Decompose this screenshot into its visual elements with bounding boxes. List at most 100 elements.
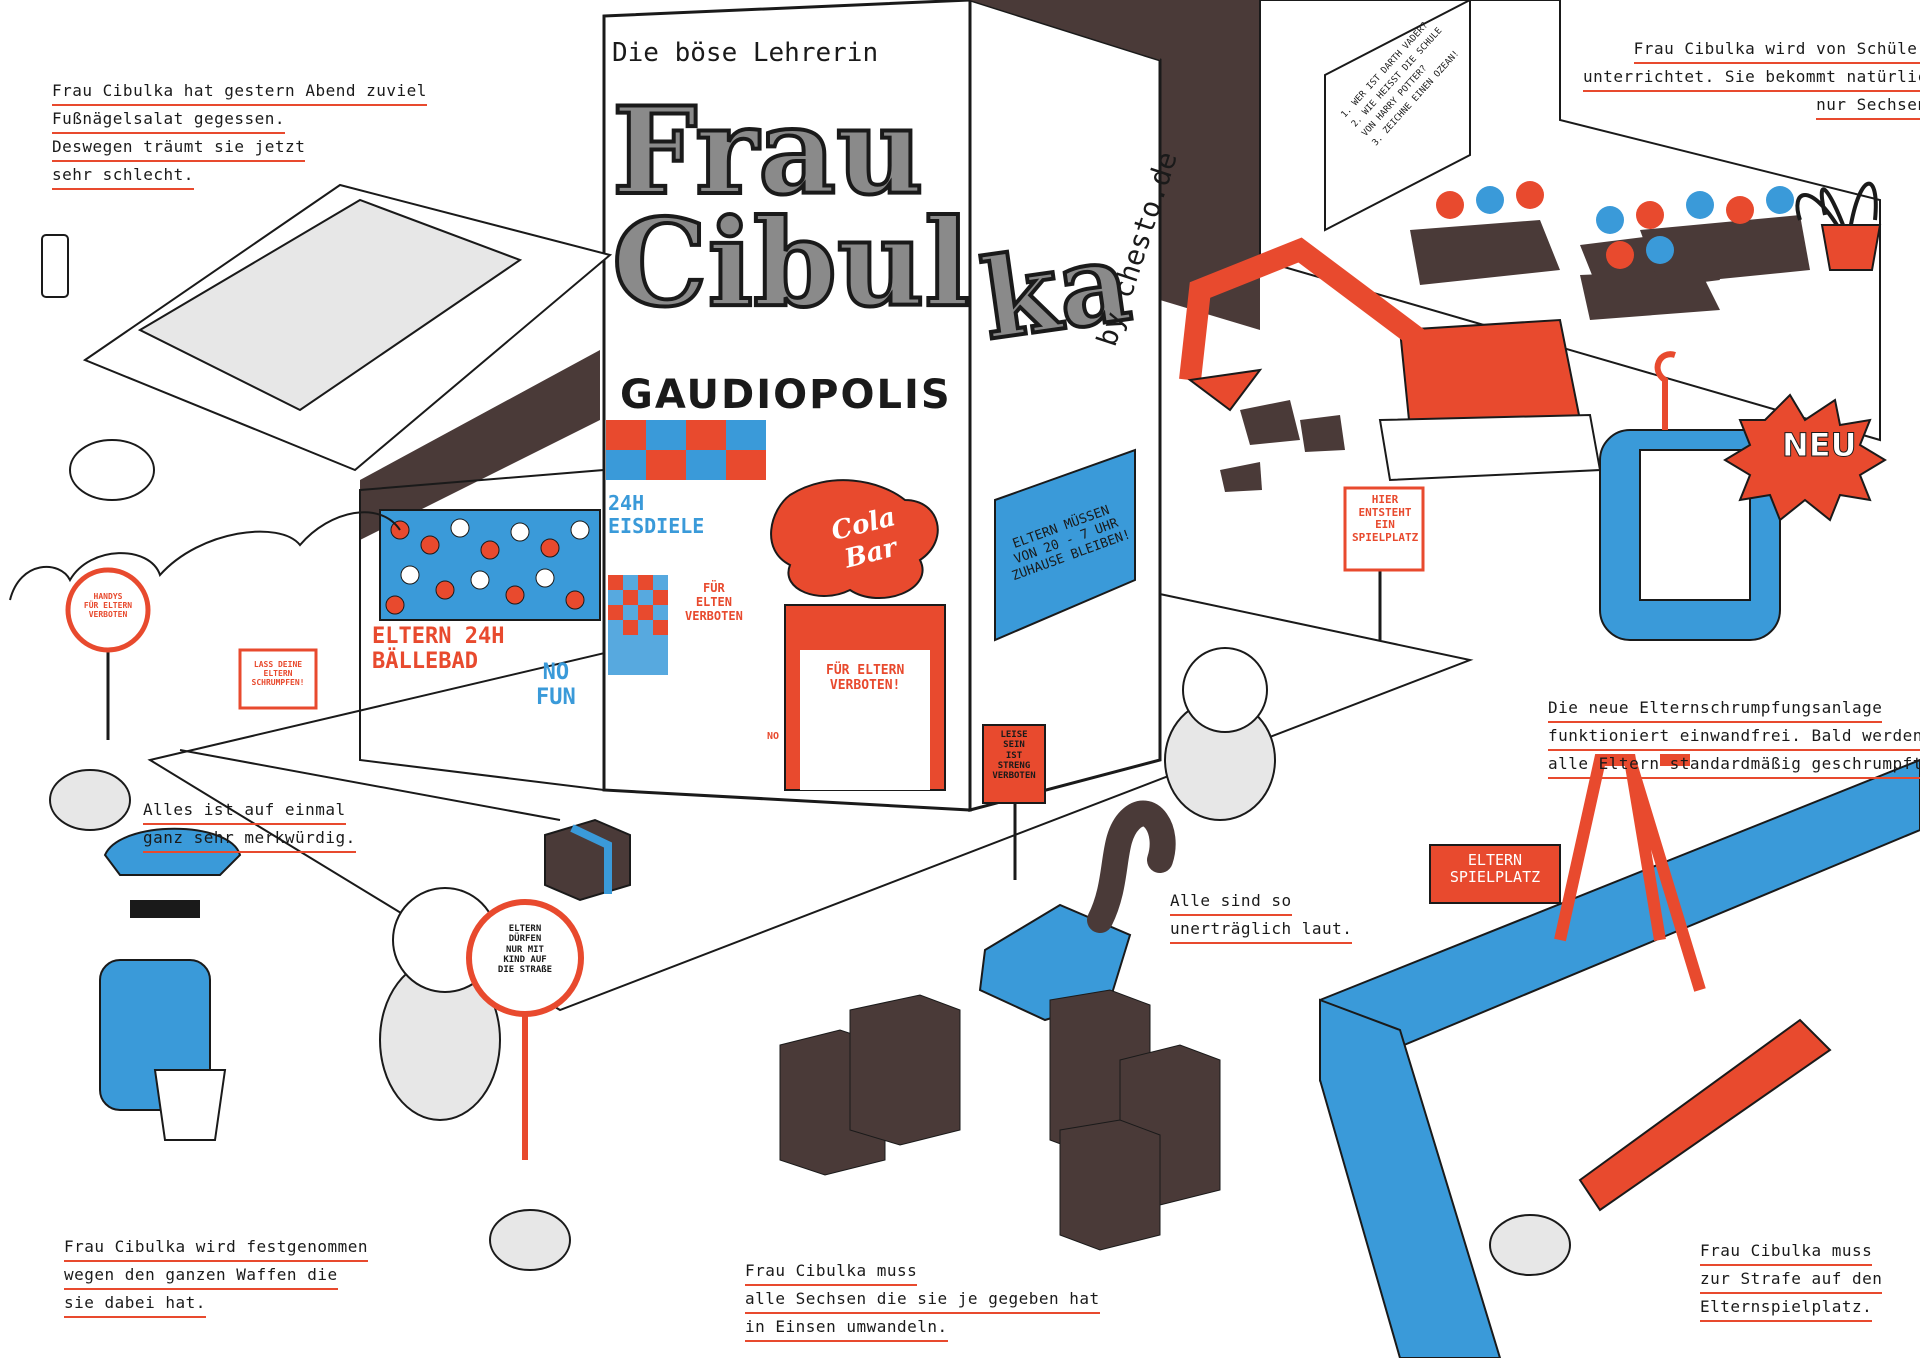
title-name: Frau Cibul: [610, 81, 972, 326]
caption-line: ganz sehr merkwürdig.: [143, 825, 356, 853]
strasse-sign: [466, 899, 584, 1017]
sign-line: BÄLLEBAD: [372, 649, 478, 675]
shrink-machine-panel: [1639, 449, 1751, 601]
bed-blanket: [137, 198, 523, 412]
caption-line: alle Sechsen die sie je gegeben hat: [745, 1286, 1100, 1314]
caption-line: zur Strafe auf den: [1700, 1266, 1883, 1294]
bowl: [69, 439, 155, 501]
swing-frame: [1554, 754, 1706, 992]
neu-burst: [1723, 393, 1887, 522]
title-subtitle: Die böse Lehrerin: [612, 38, 879, 68]
ballpit-window: [379, 509, 601, 621]
cola-splash: [770, 479, 939, 599]
leise-sign-board: [982, 724, 1046, 804]
potted-plant: [1795, 181, 1878, 232]
sign-line: ENTSTEHT: [1358, 505, 1412, 519]
caption-line: Fußnägelsalat gegessen.: [52, 106, 286, 134]
back-wall-middle: [1160, 0, 1260, 330]
slide: [1578, 1018, 1832, 1212]
caption-line: unterrichtet. Sie bekommt natürlich: [1583, 64, 1920, 92]
sign-line: ELTERN 24H: [372, 624, 505, 649]
caption-line: Deswegen träumt sie jetzt: [52, 134, 306, 162]
sign-line: SEIN: [1003, 740, 1025, 751]
caption-line: sie dabei hat.: [64, 1290, 206, 1318]
checker-band-red-blue: [606, 420, 766, 480]
caption-line: Alles ist auf einmal: [143, 797, 346, 825]
back-wall-left: [360, 350, 600, 540]
playground-blue-fence-front: [1319, 998, 1502, 1358]
sign-shrink: LASS DEINE ELTERN SCHRUMPFEN!: [244, 660, 312, 688]
caption-line: Frau Cibulka muss: [745, 1258, 918, 1286]
sign-line: STRENG: [997, 761, 1031, 772]
dog-left: [49, 769, 131, 831]
sign-line: ELTERN: [263, 669, 293, 679]
sign-line: EISDIELE: [608, 514, 705, 538]
dream-cloud: [9, 511, 401, 601]
ballpit-balls: [385, 518, 590, 615]
caption-line: in Einsen umwandeln.: [745, 1314, 948, 1342]
sign-line: ELTEN: [695, 594, 732, 609]
students: [1436, 181, 1794, 269]
caption-taught: Frau Cibulka wird von Schülern unterrich…: [1583, 36, 1920, 120]
teacher-figure-kneeling: [1164, 647, 1276, 821]
sign-line: NUR MIT: [506, 944, 544, 955]
package-ribbon: [570, 824, 612, 894]
title-name-line1: Frau: [610, 81, 925, 222]
caption-line: Elternspielplatz.: [1700, 1294, 1873, 1322]
road-line: [179, 749, 561, 821]
grade-paper-stacks: [779, 989, 1221, 1251]
dog-bottom: [489, 1209, 571, 1271]
sign-line: HANDYS: [93, 592, 123, 601]
caption-line: sehr schlecht.: [52, 162, 194, 190]
car-smoke: [1087, 800, 1176, 933]
shrink-sign-board: [238, 648, 318, 710]
sign-line: EIN: [1375, 518, 1395, 532]
caption-loud: Alle sind so unerträglich laut.: [1170, 888, 1353, 944]
weapon-bucket: [153, 1069, 227, 1141]
playground-blue-fence: [1319, 758, 1920, 1082]
caption-line: Frau Cibulka wird festgenommen: [64, 1234, 368, 1262]
sign-line: 24H: [608, 491, 645, 515]
dog-right: [1489, 1214, 1571, 1276]
caption-weird: Alles ist auf einmal ganz sehr merkwürdi…: [143, 797, 356, 853]
neu-badge: NEU: [1782, 426, 1858, 465]
blackboard: [1324, 0, 1471, 232]
sign-line: ELTERN: [508, 924, 542, 934]
sign-line: DÜRFEN: [508, 934, 542, 945]
sign-eltern-verboten: FÜR ELTERN VERBOTEN!: [826, 663, 904, 694]
sign-line: KIND AUF: [503, 955, 547, 966]
tower-right-face: [968, 0, 1162, 812]
sign-line: VERBOTEN: [992, 771, 1036, 782]
curfew-panel: [994, 448, 1136, 642]
caption-shrink: Die neue Elternschrumpfungsanlage funkti…: [1548, 695, 1920, 779]
sign-handys: HANDYS FÜR ELTERN VERBOTEN: [78, 592, 138, 620]
sign-line: SPIELPLATZ: [1449, 868, 1541, 887]
shrink-machine-smoke: [1654, 351, 1676, 430]
rubble: [1220, 400, 1345, 492]
ballpit-building: [359, 468, 605, 792]
sign-nofun: NO FUN: [536, 660, 576, 711]
caption-line: nur Sechsen.: [1816, 92, 1920, 120]
police-officer: [99, 827, 242, 1111]
sign-line: LASS DEINE: [253, 660, 303, 669]
no-badge: NO: [764, 730, 783, 744]
caption-dream: Frau Cibulka hat gestern Abend zuviel Fu…: [52, 78, 427, 190]
sign-line: HIER: [1371, 493, 1399, 506]
sign-line: LEISE: [1000, 730, 1028, 740]
caption-line: Die neue Elternschrumpfungsanlage: [1548, 695, 1883, 723]
caption-line: unerträglich laut.: [1170, 916, 1353, 944]
eisdiele-checker: [608, 575, 668, 675]
tower-shadow-strip: [970, 0, 1160, 60]
sign-line: IST: [1005, 750, 1023, 761]
caption-line: funktioniert einwandfrei. Bald werden: [1548, 723, 1920, 751]
caption-grades: Frau Cibulka muss alle Sechsen die sie j…: [745, 1258, 1100, 1342]
sign-line: FUN: [536, 685, 576, 711]
sign-ballpit: ELTERN 24H BÄLLEBAD: [372, 624, 504, 675]
bottle: [41, 234, 69, 298]
caption-arrested: Frau Cibulka wird festgenommen wegen den…: [64, 1234, 368, 1318]
caption-line: alle Eltern standardmäßig geschrumpft.: [1548, 751, 1920, 779]
caption-playground: Frau Cibulka muss zur Strafe auf den Elt…: [1700, 1238, 1883, 1322]
sign-line: VERBOTEN!: [829, 677, 901, 693]
excavator: [1179, 237, 1602, 482]
